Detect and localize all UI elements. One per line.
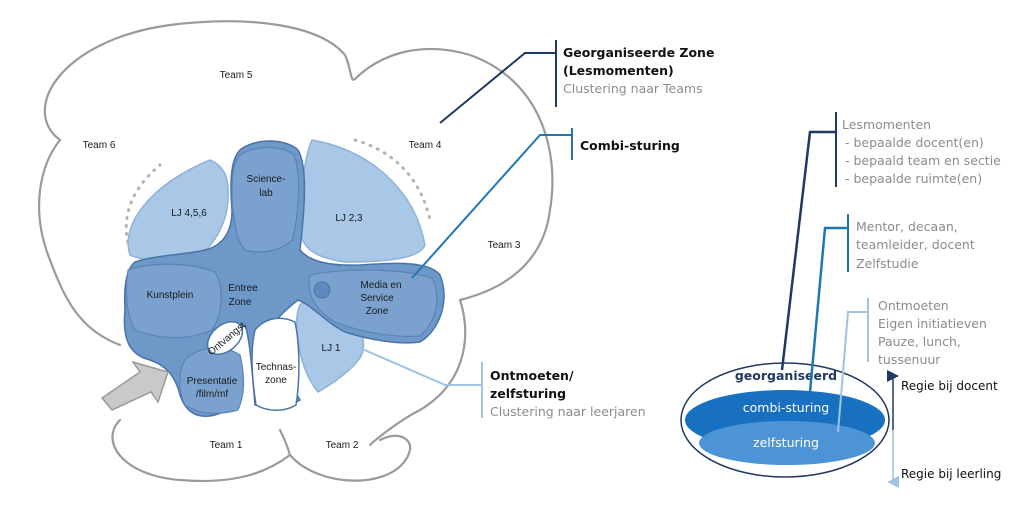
mentor-line-3: Zelfstudie [856, 256, 919, 271]
media-zone [308, 269, 438, 337]
team5-label: Team 5 [220, 70, 253, 81]
right-line-ontmoeten [837, 298, 869, 433]
lesmomenten-line-4: - bepaalde ruimte(en) [845, 171, 982, 186]
technas-zone [251, 317, 300, 411]
ellipse-zelf-label: zelfsturing [753, 435, 819, 450]
ontmoeten-right-line-2: Eigen initiatieven [878, 316, 987, 331]
ontmoeten-title-2: zelfsturing [490, 386, 566, 401]
media-label-2: Service [360, 293, 394, 304]
ontvangst-zone [206, 320, 244, 356]
kunstplein-zone [125, 263, 222, 339]
lesmomenten-line-2: - bepaalde docent(en) [845, 135, 984, 150]
presentatie-label-1: Presentatie [187, 376, 238, 387]
science-label-1: Science- [247, 174, 286, 185]
lower-divider [278, 428, 292, 457]
ontmoeten-right-line-3: Pauze, lunch, [878, 334, 961, 349]
lesmomenten-line-1: Lesmomenten [842, 117, 931, 132]
technas-label-2: zone [265, 375, 287, 386]
team1-label: Team 1 [210, 440, 243, 451]
outer-outline-left [38, 138, 122, 347]
ontmoeten-right-line-1: Ontmoeten [878, 298, 949, 313]
georganiseerd-title-2: (Lesmomenten) [563, 63, 674, 78]
kunstplein-label: Kunstplein [147, 290, 194, 301]
zelf-ellipse [699, 421, 875, 465]
entree-label-2: Zone [229, 297, 252, 308]
georganiseerd-title-1: Georganiseerde Zone [563, 45, 714, 60]
lj23-label: LJ 2,3 [335, 213, 363, 224]
science-lab-zone [231, 146, 300, 253]
entree-label-1: Entree [228, 283, 258, 294]
team6-label: Team 6 [83, 140, 116, 151]
science-label-2: lab [259, 188, 273, 199]
regie-docent-label: Regie bij docent [901, 379, 998, 393]
mentor-line-1: Mentor, decaan, [856, 219, 958, 234]
ellipse-georganiseerd-label: georganiseerd [735, 368, 837, 383]
lesmomenten-line-3: - bepaald team en sectie [845, 153, 1001, 168]
combi-title: Combi-sturing [580, 138, 680, 153]
presentatie-label-2: /film/mf [196, 389, 228, 400]
callout-combi-line [411, 128, 573, 279]
technas-label-1: Technas- [256, 362, 297, 373]
team4-label: Team 4 [409, 140, 442, 151]
right-line-combi [808, 214, 849, 393]
right-line-georganiseerd [780, 112, 837, 371]
lj23-zone [299, 139, 426, 263]
mentor-line-2: teamleider, docent [856, 237, 975, 252]
ontmoeten-sub: Clustering naar leerjaren [490, 404, 646, 419]
ontmoeten-right-line-4: tussenuur [878, 352, 941, 367]
lj1-label: LJ 1 [322, 343, 341, 354]
regie-leerling-label: Regie bij leerling [901, 467, 1001, 481]
lower-outline [111, 418, 412, 482]
georganiseerd-sub: Clustering naar Teams [563, 81, 703, 96]
team2-label: Team 2 [326, 440, 359, 451]
lj456-label: LJ 4,5,6 [171, 208, 207, 219]
team3-label: Team 3 [488, 240, 521, 251]
ontmoeten-title-1: Ontmoeten/ [490, 368, 574, 383]
callout-georganiseerd-line [439, 40, 557, 124]
outer-outline-top [43, 20, 554, 447]
media-label-1: Media en [360, 280, 401, 291]
ellipse-combi-label: combi-sturing [743, 400, 829, 415]
callout-ontmoeten-line [359, 347, 483, 418]
media-label-3: Zone [366, 306, 389, 317]
entrance-arrow [100, 360, 169, 411]
